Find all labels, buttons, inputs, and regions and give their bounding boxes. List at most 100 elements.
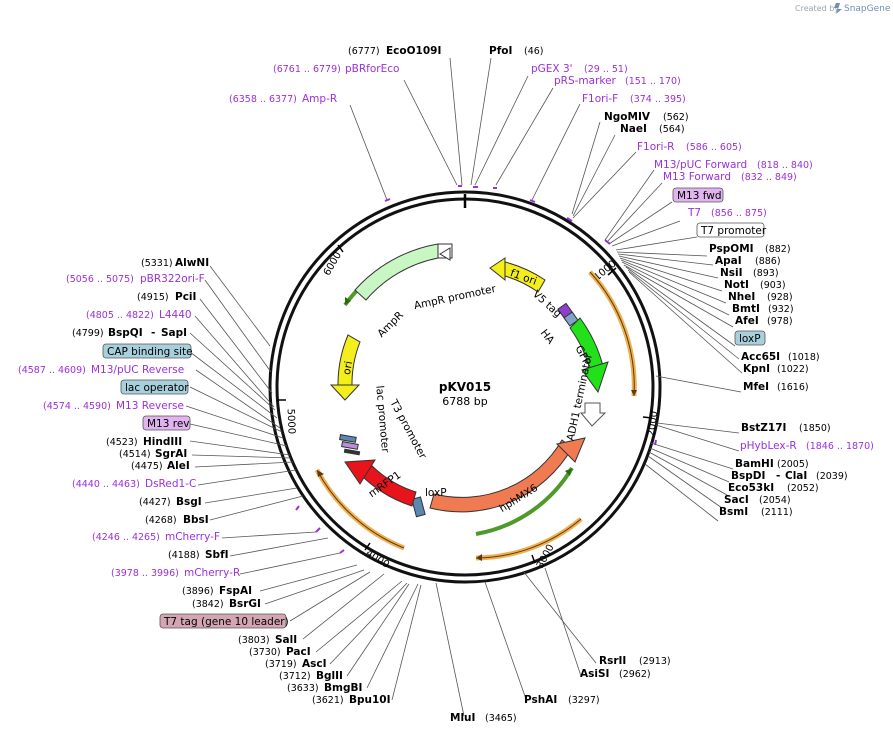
plasmid-length: 6788 bp xyxy=(442,395,487,408)
enzyme-label: BbsI xyxy=(183,514,209,526)
label-pos: (3712) xyxy=(279,671,311,682)
feature-box-label: CAP binding site xyxy=(107,346,193,358)
label-pos: (2039) xyxy=(816,471,848,482)
label-pos: (4427) xyxy=(139,497,171,508)
label-pos: (2052) xyxy=(787,483,819,494)
plasmid-name: pKV015 xyxy=(439,380,491,394)
label-t3-promoter: T3 promoter xyxy=(387,397,429,462)
snapgene-logo-icon xyxy=(834,3,842,14)
enzyme-label: SalI xyxy=(275,634,297,646)
enzyme-label: BspQI xyxy=(108,327,143,339)
label-pos: (1850) xyxy=(799,423,831,434)
enzyme-label: PciI xyxy=(175,291,196,303)
ring-marks xyxy=(295,185,657,554)
label-pos: (4799) xyxy=(72,328,104,339)
label-pos: (928) xyxy=(767,292,793,303)
box-m13fwd xyxy=(672,187,724,203)
primer-pos: (5056 .. 5075) xyxy=(66,274,134,285)
top-labels: (6777) EcoO109I PfoI (46) (6761 .. 6779)… xyxy=(229,45,686,105)
primer-pos: (4805 .. 4822) xyxy=(86,310,154,321)
enzyme-label: HindIII xyxy=(143,436,182,448)
box-lac-operator xyxy=(120,379,189,395)
label-f1ori: f1 ori xyxy=(509,267,539,288)
separator: - xyxy=(151,327,155,339)
label-pos: (3633) xyxy=(287,683,319,694)
primer-pos: (29 .. 51) xyxy=(584,64,628,75)
primer-label: pGEX 3' xyxy=(531,63,573,75)
enzyme-label: Acc65I xyxy=(741,351,780,363)
feature-box-label: T7 tag (gene 10 leader) xyxy=(163,616,289,628)
tick-5000: 5000 xyxy=(285,408,297,434)
primer-label: DsRed1-C xyxy=(145,478,196,490)
primer-pos: (4587 .. 4609) xyxy=(18,365,86,376)
leader-lines xyxy=(185,57,743,717)
label-pos: (3842) xyxy=(192,599,224,610)
label-ampr: AmpR xyxy=(375,309,406,340)
tick-6000: 6000 xyxy=(322,250,344,278)
tick-2000: 2000 xyxy=(646,410,660,437)
backbone-outer xyxy=(268,190,662,584)
enzyme-label: BmgBI xyxy=(324,682,362,694)
label-pos: (5331) xyxy=(141,258,173,269)
primer-label: M13 Reverse xyxy=(116,400,184,412)
ori-arrow xyxy=(337,334,361,386)
label-pos: (564) xyxy=(659,124,685,135)
primer-label: M13/pUC Reverse xyxy=(91,364,184,376)
brand-text: SnapGene xyxy=(844,4,891,14)
enzyme-label: FspAI xyxy=(219,585,252,597)
enzyme-label: BsrGI xyxy=(229,598,261,610)
primer-pos: (1846 .. 1870) xyxy=(806,441,874,452)
label-adh1-terminator: ADH1 terminator xyxy=(565,352,595,442)
label-pos: (2913) xyxy=(639,656,671,667)
enzyme-label: Eco53kI xyxy=(728,482,774,494)
primer-pos: (374 .. 395) xyxy=(630,94,686,105)
label-pos: (4514) xyxy=(119,449,151,460)
enzyme-label: MluI xyxy=(450,712,475,724)
enzyme-label: SgrAI xyxy=(155,448,187,460)
label-ori: ori xyxy=(341,360,355,376)
enzyme-label: BstZ17I xyxy=(741,422,786,434)
right-labels: NgoMIV (562) NaeI (564) F1ori-R (586 .. … xyxy=(604,111,874,518)
enzyme-label: PspOMI xyxy=(709,243,754,255)
label-pos: (4523) xyxy=(106,437,138,448)
label-pos: (4475) xyxy=(131,461,163,472)
enzyme-label: BsgI xyxy=(176,496,202,508)
enzyme-label: BsmI xyxy=(719,506,748,518)
label-pos: (882) xyxy=(765,244,791,255)
label-pos: (6777) xyxy=(348,46,380,57)
label-pos: (3803) xyxy=(238,635,270,646)
primer-label: F1ori-R xyxy=(637,141,674,153)
f1ori-arrow xyxy=(504,261,546,293)
enzyme-label: AscI xyxy=(302,658,327,670)
primer-pos: (6358 .. 6377) xyxy=(229,94,297,105)
label-pos: (1018) xyxy=(788,352,820,363)
primer-label: L4440 xyxy=(159,309,192,321)
label-pos: (562) xyxy=(663,112,689,123)
feature-arrows xyxy=(329,243,609,518)
label-ampr-promoter: AmpR promoter xyxy=(413,283,498,312)
label-pos: (3621) xyxy=(312,695,344,706)
label-pos: (1616) xyxy=(777,382,809,393)
label-pos: (932) xyxy=(768,304,794,315)
label-pos: (4915) xyxy=(137,292,169,303)
hphmx6-arrow xyxy=(429,439,573,513)
label-pos: (46) xyxy=(524,46,544,57)
credit-text: Created by xyxy=(795,4,839,13)
primer-label: F1ori-F xyxy=(582,93,618,105)
feature-box-label: lac operator xyxy=(125,382,189,394)
enzyme-label: KpnI xyxy=(743,363,770,375)
primer-pos: (3978 .. 3996) xyxy=(111,568,179,579)
enzyme-label: RsrII xyxy=(599,655,626,667)
label-pos: (3730) xyxy=(249,647,281,658)
enzyme-label: AlwNI xyxy=(175,257,209,269)
primer-pos: (151 .. 170) xyxy=(625,76,681,87)
label-pos: (3297) xyxy=(568,695,600,706)
tick-4000: 4000 xyxy=(364,548,391,571)
primer-label: M13/pUC Forward xyxy=(654,159,747,171)
enzyme-label: NgoMIV xyxy=(604,111,651,123)
ampr-arrow xyxy=(354,243,439,301)
primer-label: pBRforEco xyxy=(345,63,399,75)
left-labels: (5331) AlwNI (5056 .. 5075) pBR322ori-F … xyxy=(18,257,391,706)
primer-pos: (4246 .. 4265) xyxy=(92,532,160,543)
